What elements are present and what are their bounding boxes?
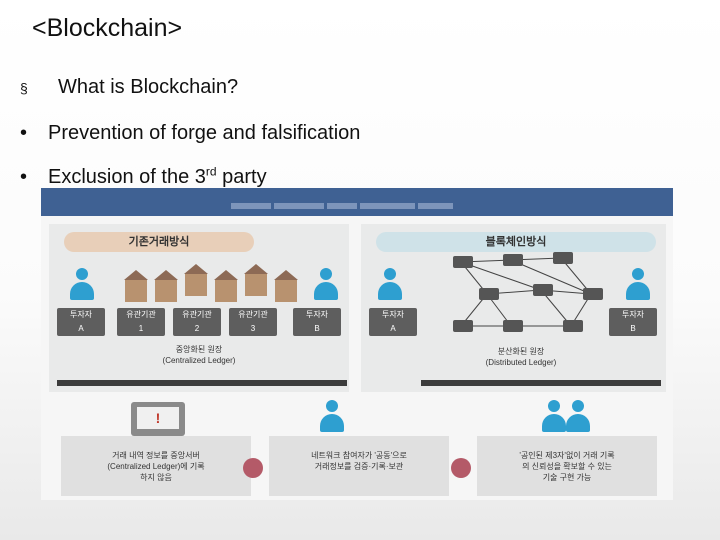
investor-a-label: 투자자 A [369, 308, 417, 336]
building-icon [184, 264, 208, 296]
blurred-caption [231, 196, 481, 209]
bullet-prevention: • Prevention of forge and falsification [20, 122, 360, 145]
traditional-title: 기존거래방식 [64, 232, 254, 252]
laptop-icon [503, 320, 523, 332]
laptop-icon [533, 284, 553, 296]
bullet-text: What is Blockchain? [58, 76, 239, 98]
laptop-icon [503, 254, 523, 266]
building-icon [214, 270, 238, 302]
summary-box-1: 거래 내역 정보를 중앙서버 (Centralized Ledger)에 기록 … [61, 436, 251, 496]
person-icon [623, 268, 653, 302]
laptop-icon [563, 320, 583, 332]
blockchain-panel: 블록체인방식 투자자 A 투자자 B 분산화된 원장 (Di [361, 224, 666, 392]
warning-monitor-icon: ! [131, 402, 185, 436]
traditional-panel: 기존거래방식 투자자 A 유관기관 1 유관기관 2 유관기관 3 투자자 B … [49, 224, 349, 392]
bullet-what-is-blockchain: § What is Blockchain? [20, 76, 238, 99]
bullet-marker: • [20, 166, 28, 188]
chain-link-icon [243, 458, 263, 478]
bullet-marker: § [20, 80, 28, 96]
bullet-text: Exclusion of the 3rd party [48, 164, 267, 188]
summary-box-3: '공인된 제3자'없이 거래 기록 의 신뢰성을 확보할 수 있는 기술 구현 … [477, 436, 657, 496]
bullet-exclusion: • Exclusion of the 3rd party [20, 164, 267, 189]
bullet-marker: • [20, 122, 28, 144]
building-icon [124, 270, 148, 302]
investor-a-label: 투자자 A [57, 308, 105, 336]
person-icon [67, 268, 97, 302]
person-icon [375, 268, 405, 302]
blockchain-comparison-figure: 기존거래방식 투자자 A 유관기관 1 유관기관 2 유관기관 3 투자자 B … [41, 188, 673, 500]
person-icon [563, 400, 593, 434]
laptop-icon [453, 256, 473, 268]
blockchain-title: 블록체인방식 [376, 232, 656, 252]
building-icon [154, 270, 178, 302]
person-icon [317, 400, 347, 434]
bullet-text: Prevention of forge and falsification [48, 122, 361, 144]
laptop-icon [553, 252, 573, 264]
person-icon [539, 400, 569, 434]
summary-row: ! 거래 내역 정보를 중앙서버 (Centralized Ledger)에 기… [41, 400, 673, 500]
ledger-arrow [421, 380, 661, 386]
building-icon [244, 264, 268, 296]
laptop-icon [583, 288, 603, 300]
chain-link-icon [451, 458, 471, 478]
institution-2-label: 유관기관 2 [173, 308, 221, 336]
summary-box-2: 네트워크 참여자가 '공동'으로 거래정보를 검증·기록·보관 [269, 436, 449, 496]
person-icon [311, 268, 341, 302]
investor-b-label: 투자자 B [293, 308, 341, 336]
distributed-ledger-caption: 분산화된 원장 (Distributed Ledger) [485, 347, 557, 367]
slide-title: <Blockchain> [32, 14, 183, 42]
building-icon [274, 270, 298, 302]
centralized-ledger-caption: 중앙화된 원장 (Centralized Ledger) [162, 345, 236, 365]
figure-header-bar [41, 188, 673, 216]
institution-1-label: 유관기관 1 [117, 308, 165, 336]
ledger-arrow [57, 380, 347, 386]
institution-3-label: 유관기관 3 [229, 308, 277, 336]
laptop-icon [453, 320, 473, 332]
superscript-rd: rd [205, 164, 217, 179]
laptop-icon [479, 288, 499, 300]
investor-b-label: 투자자 B [609, 308, 657, 336]
